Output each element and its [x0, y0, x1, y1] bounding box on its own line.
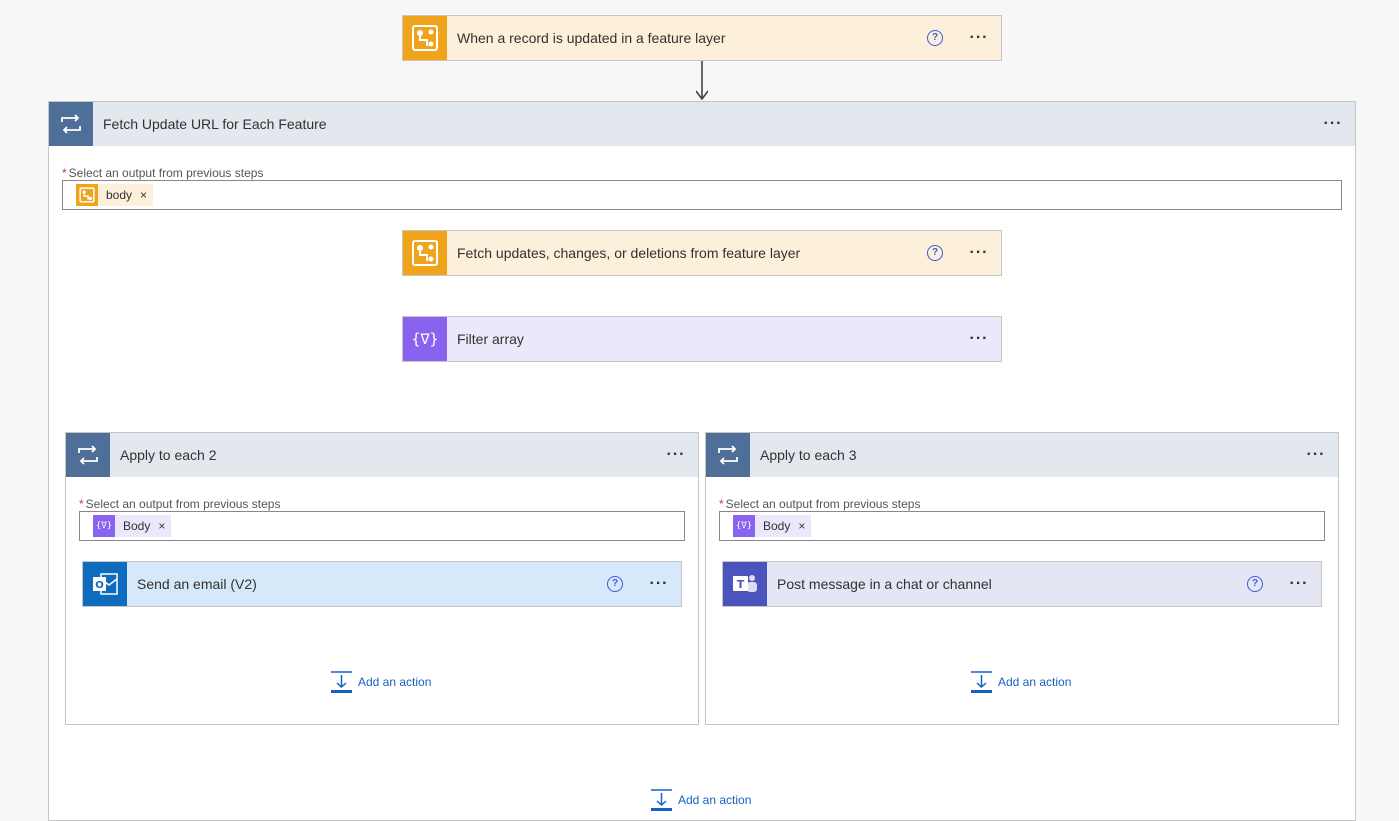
outer-scope-header[interactable]: Fetch Update URL for Each Feature ···	[49, 102, 1355, 146]
outer-output-field[interactable]: body ×	[62, 180, 1342, 210]
token-label: body	[106, 188, 133, 202]
help-icon[interactable]: ?	[607, 576, 623, 592]
more-options-icon[interactable]: ···	[969, 244, 989, 261]
branch2-add-action[interactable]: Add an action	[971, 671, 1071, 693]
filter-braces-icon: {∇}	[733, 515, 755, 537]
body-token[interactable]: {∇} Body ×	[93, 515, 172, 537]
post-message-title: Post message in a chat or channel	[777, 576, 992, 592]
help-icon[interactable]: ?	[927, 245, 943, 261]
post-message-card[interactable]: T Post message in a chat or channel ? ··…	[722, 561, 1322, 607]
outer-scope-title: Fetch Update URL for Each Feature	[103, 116, 327, 132]
loop-icon	[706, 433, 750, 477]
more-options-icon[interactable]: ···	[969, 29, 989, 46]
body-token[interactable]: {∇} Body ×	[733, 515, 812, 537]
add-action-icon	[331, 671, 352, 693]
token-label: Body	[123, 519, 151, 533]
branch2-output-field[interactable]: {∇} Body ×	[719, 511, 1325, 541]
apply-to-each-3-title: Apply to each 3	[760, 447, 857, 463]
branch1-output-field[interactable]: {∇} Body ×	[79, 511, 685, 541]
branch2-field-label: *Select an output from previous steps	[719, 497, 921, 511]
add-action-icon	[651, 789, 672, 811]
teams-icon: T	[723, 562, 767, 606]
more-options-icon[interactable]: ···	[649, 575, 669, 592]
add-action-label: Add an action	[678, 793, 752, 807]
more-options-icon[interactable]: ···	[1306, 446, 1326, 463]
add-action-label: Add an action	[358, 675, 432, 689]
add-action-label: Add an action	[998, 675, 1072, 689]
body-token[interactable]: body ×	[76, 184, 154, 206]
outer-field-label: *Select an output from previous steps	[62, 166, 264, 180]
send-email-title: Send an email (V2)	[137, 576, 257, 592]
apply-to-each-3-header[interactable]: Apply to each 3 ···	[706, 433, 1338, 477]
svg-text:T: T	[737, 578, 745, 591]
remove-token-icon[interactable]: ×	[140, 188, 148, 202]
token-label: Body	[763, 519, 791, 533]
filter-array-title: Filter array	[457, 331, 524, 347]
fetch-updates-title: Fetch updates, changes, or deletions fro…	[457, 245, 801, 261]
esri-map-icon	[76, 184, 98, 206]
help-icon[interactable]: ?	[927, 30, 943, 46]
trigger-title: When a record is updated in a feature la…	[457, 30, 726, 46]
svg-text:O: O	[95, 580, 104, 591]
more-options-icon[interactable]: ···	[1323, 115, 1343, 132]
more-options-icon[interactable]: ···	[666, 446, 686, 463]
esri-map-icon	[403, 16, 447, 60]
outlook-icon: O	[83, 562, 127, 606]
apply-to-each-2-header[interactable]: Apply to each 2 ···	[66, 433, 698, 477]
remove-token-icon[interactable]: ×	[158, 519, 166, 533]
outer-add-action[interactable]: Add an action	[651, 789, 751, 811]
trigger-card[interactable]: When a record is updated in a feature la…	[402, 15, 1002, 61]
help-icon[interactable]: ?	[1247, 576, 1263, 592]
filter-array-card[interactable]: {∇} Filter array ···	[402, 316, 1002, 362]
loop-icon	[66, 433, 110, 477]
filter-braces-icon: {∇}	[403, 317, 447, 361]
filter-braces-icon: {∇}	[93, 515, 115, 537]
esri-map-icon	[403, 231, 447, 275]
apply-to-each-2-title: Apply to each 2	[120, 447, 217, 463]
loop-icon	[49, 102, 93, 146]
add-action-icon	[971, 671, 992, 693]
remove-token-icon[interactable]: ×	[798, 519, 806, 533]
more-options-icon[interactable]: ···	[969, 330, 989, 347]
send-email-card[interactable]: O Send an email (V2) ? ···	[82, 561, 682, 607]
fetch-updates-card[interactable]: Fetch updates, changes, or deletions fro…	[402, 230, 1002, 276]
more-options-icon[interactable]: ···	[1289, 575, 1309, 592]
branch1-add-action[interactable]: Add an action	[331, 671, 431, 693]
branch1-field-label: *Select an output from previous steps	[79, 497, 281, 511]
